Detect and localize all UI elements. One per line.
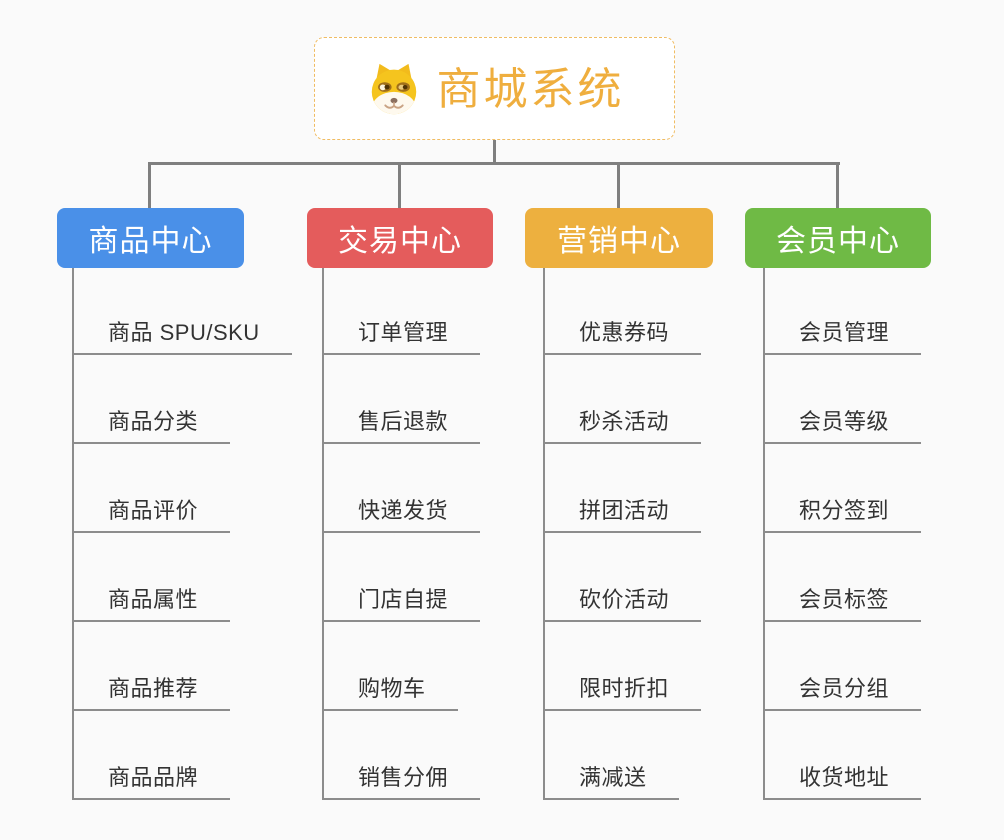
shiba-dog-icon xyxy=(371,63,416,114)
subtopic-node[interactable]: 门店自提 xyxy=(324,533,481,622)
branch-header-product-center[interactable]: 商品中心 xyxy=(57,208,244,268)
subtopic-label: 商品分类 xyxy=(108,409,199,434)
subtopic-node[interactable]: 商品分类 xyxy=(74,355,231,444)
subtopic-label: 收货地址 xyxy=(799,765,890,790)
branch-header-member-center[interactable]: 会员中心 xyxy=(745,208,931,268)
subtopic-label: 会员分组 xyxy=(799,676,890,701)
subtopic-label: 会员标签 xyxy=(799,587,890,612)
branch-items-member-center: 会员管理会员等级积分签到会员标签会员分组收货地址 xyxy=(763,268,922,800)
branch-items-trade-center: 订单管理售后退款快递发货门店自提购物车销售分佣 xyxy=(322,268,481,800)
subtopic-label: 门店自提 xyxy=(358,587,449,612)
subtopic-label: 商品属性 xyxy=(108,587,199,612)
subtopic-node[interactable]: 拼团活动 xyxy=(545,444,702,533)
subtopic-label: 会员管理 xyxy=(799,320,890,345)
subtopic-label: 拼团活动 xyxy=(579,498,670,523)
connector-drop xyxy=(148,164,151,208)
subtopic-node[interactable]: 会员分组 xyxy=(765,622,922,711)
subtopic-node[interactable]: 优惠券码 xyxy=(545,268,702,355)
subtopic-label: 秒杀活动 xyxy=(579,409,670,434)
subtopic-label: 砍价活动 xyxy=(579,587,670,612)
subtopic-label: 商品评价 xyxy=(108,498,199,523)
subtopic-label: 商品 SPU/SKU xyxy=(108,320,260,345)
connector-horizontal-rail xyxy=(148,162,840,165)
subtopic-label: 优惠券码 xyxy=(579,320,670,345)
subtopic-label: 积分签到 xyxy=(799,498,890,523)
subtopic-node[interactable]: 购物车 xyxy=(324,622,458,711)
subtopic-label: 满减送 xyxy=(579,765,647,790)
subtopic-node[interactable]: 销售分佣 xyxy=(324,711,481,800)
subtopic-node[interactable]: 会员标签 xyxy=(765,533,922,622)
subtopic-node[interactable]: 秒杀活动 xyxy=(545,355,702,444)
subtopic-label: 购物车 xyxy=(358,676,426,701)
branch-items-product-center: 商品 SPU/SKU 商品分类商品评价商品属性商品推荐商品品牌 xyxy=(72,268,292,800)
connector-drop xyxy=(617,164,620,208)
subtopic-label: 快递发货 xyxy=(358,498,449,523)
subtopic-node[interactable]: 订单管理 xyxy=(324,268,481,355)
root-topic[interactable]: 商城系统 xyxy=(314,37,675,140)
subtopic-node[interactable]: 限时折扣 xyxy=(545,622,702,711)
subtopic-node[interactable]: 商品 SPU/SKU xyxy=(74,268,292,355)
subtopic-label: 限时折扣 xyxy=(579,676,670,701)
subtopic-label: 商品推荐 xyxy=(108,676,199,701)
subtopic-node[interactable]: 积分签到 xyxy=(765,444,922,533)
connector-drop xyxy=(836,164,839,208)
subtopic-node[interactable]: 满减送 xyxy=(545,711,679,800)
subtopic-node[interactable]: 砍价活动 xyxy=(545,533,702,622)
subtopic-node[interactable]: 快递发货 xyxy=(324,444,481,533)
branch-header-trade-center[interactable]: 交易中心 xyxy=(307,208,493,268)
subtopic-node[interactable]: 商品属性 xyxy=(74,533,231,622)
root-topic-label: 商城系统 xyxy=(436,64,625,114)
subtopic-label: 订单管理 xyxy=(358,320,449,345)
subtopic-node[interactable]: 会员等级 xyxy=(765,355,922,444)
subtopic-node[interactable]: 商品评价 xyxy=(74,444,231,533)
subtopic-label: 销售分佣 xyxy=(358,765,449,790)
branch-items-marketing-center: 优惠券码秒杀活动拼团活动砍价活动限时折扣满减送 xyxy=(543,268,702,800)
subtopic-node[interactable]: 售后退款 xyxy=(324,355,481,444)
subtopic-node[interactable]: 会员管理 xyxy=(765,268,922,355)
connector-root-stem xyxy=(493,140,496,163)
subtopic-node[interactable]: 商品推荐 xyxy=(74,622,231,711)
connector-drop xyxy=(398,164,401,208)
subtopic-label: 售后退款 xyxy=(358,409,449,434)
subtopic-label: 商品品牌 xyxy=(108,765,199,790)
branch-header-marketing-center[interactable]: 营销中心 xyxy=(525,208,713,268)
subtopic-node[interactable]: 商品品牌 xyxy=(74,711,231,800)
subtopic-label: 会员等级 xyxy=(799,409,890,434)
subtopic-node[interactable]: 收货地址 xyxy=(765,711,922,800)
